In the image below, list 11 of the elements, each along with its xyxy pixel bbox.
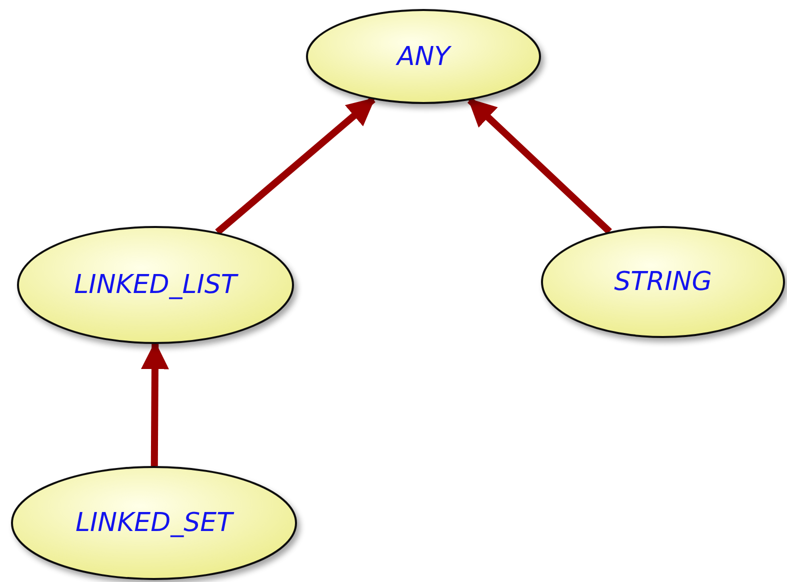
class-name: STRING <box>614 267 712 297</box>
inheritance-arrow <box>467 98 612 234</box>
class-ellipse <box>541 226 785 338</box>
inheritance-arrow <box>140 341 169 466</box>
class-ellipse <box>17 226 294 344</box>
class-ellipse <box>306 9 541 104</box>
class-name: ANY <box>396 42 450 72</box>
class-name: LINKED_LIST <box>74 270 237 300</box>
class-name: LINKED_SET <box>76 508 232 538</box>
inheritance-arrow <box>215 96 376 235</box>
class-ellipse <box>11 466 297 580</box>
